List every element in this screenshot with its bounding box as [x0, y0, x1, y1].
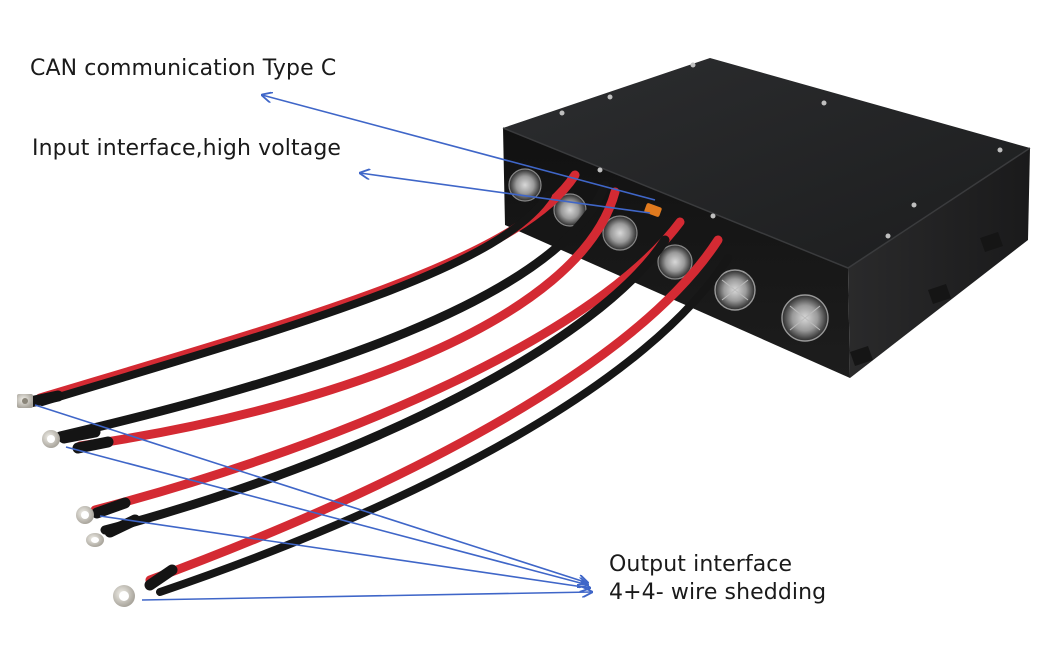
- cable-red: [75, 187, 620, 451]
- annotation-can-communication: CAN communication Type C: [30, 56, 337, 81]
- cable-red: [90, 217, 685, 515]
- fan-icon: [553, 193, 587, 227]
- arrow-output-4: [141, 592, 592, 601]
- annotation-output-interface: Output interface 4+4- wire shedding: [609, 551, 826, 607]
- annotation-output-line1: Output interface: [609, 552, 793, 577]
- fan-icon: [602, 215, 638, 251]
- top-screws: [559, 62, 1003, 239]
- fan-icon: [714, 269, 756, 311]
- cable-black: [156, 254, 732, 596]
- ring-terminal-icon: [113, 585, 135, 607]
- ring-terminal-icon: [86, 533, 104, 547]
- ring-terminals: [17, 394, 135, 607]
- annotation-input-interface: Input interface,high voltage: [32, 136, 342, 161]
- fan-icon: [781, 294, 829, 342]
- fan-icon: [657, 244, 693, 280]
- ring-terminal-icon: [42, 430, 60, 448]
- arrow-output-2: [65, 446, 588, 585]
- ring-terminal-icon: [17, 394, 33, 408]
- heat-shrink-sleeves: [24, 390, 178, 591]
- cable-black: [100, 235, 670, 535]
- arrow-input: [360, 173, 651, 214]
- ring-terminal-icon: [76, 506, 94, 524]
- enclosure-top: [503, 58, 1030, 268]
- fan-icon: [508, 168, 542, 202]
- arrow-can: [262, 95, 656, 201]
- annotation-output-line2: 4+4- wire shedding: [609, 580, 827, 605]
- arrow-output-1: [34, 404, 588, 583]
- annotation-arrows: [34, 95, 656, 601]
- cooling-fans: [508, 168, 829, 342]
- cable-black: [55, 180, 610, 441]
- cable-red: [145, 235, 723, 585]
- cable-black: [38, 191, 552, 406]
- arrow-output-3: [99, 515, 590, 588]
- enclosure-side: [848, 148, 1030, 378]
- output-cables: [35, 170, 732, 596]
- mounting-tabs: [850, 232, 1003, 366]
